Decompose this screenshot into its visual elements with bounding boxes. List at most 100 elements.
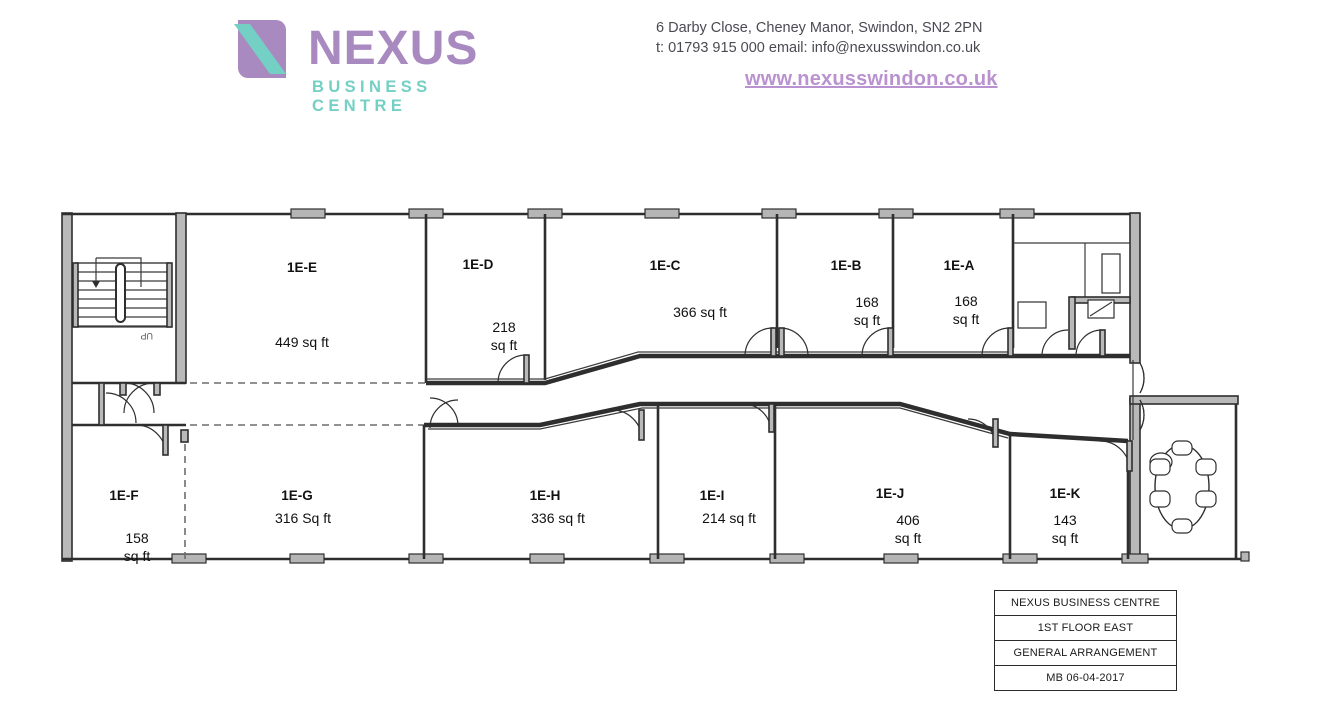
- room-area-label: 366 sq ft: [673, 304, 727, 320]
- chair: [1171, 518, 1193, 534]
- room-id-label: 1E-K: [1050, 486, 1081, 501]
- corridor-dashed-lines: [190, 382, 430, 426]
- wc-fixture: [1101, 253, 1121, 294]
- window-symbol: [289, 553, 325, 564]
- chairs: [1149, 440, 1217, 534]
- door-swing: [1041, 329, 1069, 357]
- title-block-row-revision: MB 06-04-2017: [1046, 672, 1125, 684]
- room-id-label: 1E-D: [463, 257, 494, 272]
- door-swing: [429, 399, 459, 429]
- chair: [1149, 458, 1171, 476]
- exterior-wall-left: [61, 212, 73, 562]
- website-link[interactable]: www.nexusswindon.co.uk: [745, 68, 998, 90]
- partitions-north: [424, 214, 1015, 383]
- door-swing: [105, 392, 137, 424]
- room-id-label: 1E-G: [281, 488, 313, 503]
- door-swing: [861, 327, 891, 357]
- stairwell-wall-right: [175, 212, 187, 384]
- logo-wordmark: NEXUS: [308, 22, 479, 75]
- door-swing: [1139, 399, 1145, 431]
- stairwell: UP: [72, 212, 187, 385]
- door-swing: [1099, 440, 1131, 472]
- nexus-logo: NEXUS BUSINESS CENTRE: [228, 18, 528, 115]
- door-swing: [135, 424, 167, 456]
- room-id-label: 1E-E: [287, 260, 317, 275]
- window-symbol: [649, 553, 685, 564]
- room-area-label: 449 sq ft: [275, 334, 329, 350]
- stair-landing-rail: [96, 257, 142, 287]
- window-symbol: [1002, 553, 1038, 564]
- room-id-label: 1E-C: [650, 258, 681, 273]
- room-id-label: 1E-I: [700, 488, 725, 503]
- chair: [1195, 458, 1217, 476]
- contact-details: 6 Darby Close, Cheney Manor, Swindon, SN…: [656, 18, 1076, 58]
- chair: [1171, 440, 1193, 456]
- title-block-row-drawing: GENERAL ARRANGEMENT: [995, 641, 1176, 666]
- door-swing: [611, 409, 643, 441]
- room-id-label: 1E-F: [109, 488, 138, 503]
- window-symbol: [769, 553, 805, 564]
- drawing-title-block: NEXUS BUSINESS CENTRE 1ST FLOOR EAST GEN…: [994, 590, 1177, 691]
- wc-fixture: [1017, 301, 1047, 329]
- doors-north: [497, 327, 1106, 384]
- exterior-wall-right-upper: [1129, 212, 1141, 364]
- lobby-partition: [98, 382, 105, 426]
- door-swing: [497, 354, 527, 384]
- window-symbol: [883, 553, 919, 564]
- wc-fixture-detail: [1089, 301, 1113, 317]
- door-swing: [744, 327, 774, 357]
- room-area-label: 336 sq ft: [531, 510, 585, 526]
- stair-up-label: UP: [140, 331, 153, 341]
- exterior-wall-meeting-top: [1129, 395, 1239, 405]
- logo-subtitle: BUSINESS CENTRE: [312, 78, 432, 115]
- window-symbol: [1240, 551, 1250, 562]
- door-swing: [981, 327, 1011, 357]
- exterior-wall-right-lower: [1129, 397, 1141, 562]
- lobby: [72, 382, 186, 427]
- wc-wall: [1068, 296, 1076, 350]
- room-area-label: 316 Sq ft: [275, 510, 331, 526]
- room-id-label: 1E-A: [944, 258, 975, 273]
- window-symbol: [1121, 553, 1149, 564]
- room-id-label: 1E-B: [831, 258, 862, 273]
- page-header: NEXUS BUSINESS CENTRE 6 Darby Close, Che…: [0, 0, 1318, 115]
- door-swing: [123, 382, 155, 414]
- contact-phone-email: t: 01793 915 000 email: info@nexusswindo…: [656, 40, 981, 56]
- corridor-wall-south-line: [424, 401, 1129, 444]
- doors-south: [135, 397, 1133, 472]
- chair: [1149, 490, 1171, 508]
- window-symbol: [408, 553, 444, 564]
- wc-block: [1013, 242, 1131, 350]
- stair-direction-arrow: [92, 281, 100, 288]
- chair: [1195, 490, 1217, 508]
- partitions-south: [180, 404, 1130, 559]
- room-id-label: 1E-J: [876, 486, 905, 501]
- window-symbol: [761, 208, 797, 219]
- window-symbol: [171, 553, 207, 564]
- right-lobby: [1132, 360, 1145, 440]
- title-block-row-project: NEXUS BUSINESS CENTRE: [995, 591, 1176, 616]
- window-symbol: [529, 553, 565, 564]
- contact-address: 6 Darby Close, Cheney Manor, Swindon, SN…: [656, 20, 983, 36]
- door-swing: [1075, 329, 1103, 357]
- window-symbol: [290, 208, 326, 219]
- door-swing: [429, 397, 459, 427]
- window-symbol: [644, 208, 680, 219]
- stair-handrail: [115, 263, 126, 323]
- door-swing: [123, 382, 155, 414]
- window-symbol: [999, 208, 1035, 219]
- meeting-room-furniture: [1149, 440, 1217, 534]
- corridor-wall-north-line: [426, 353, 1130, 386]
- door-swing: [1139, 362, 1145, 394]
- nexus-n-logo-icon: [234, 20, 286, 78]
- windows-bottom: [171, 551, 1250, 564]
- room-id-label: 1E-H: [530, 488, 561, 503]
